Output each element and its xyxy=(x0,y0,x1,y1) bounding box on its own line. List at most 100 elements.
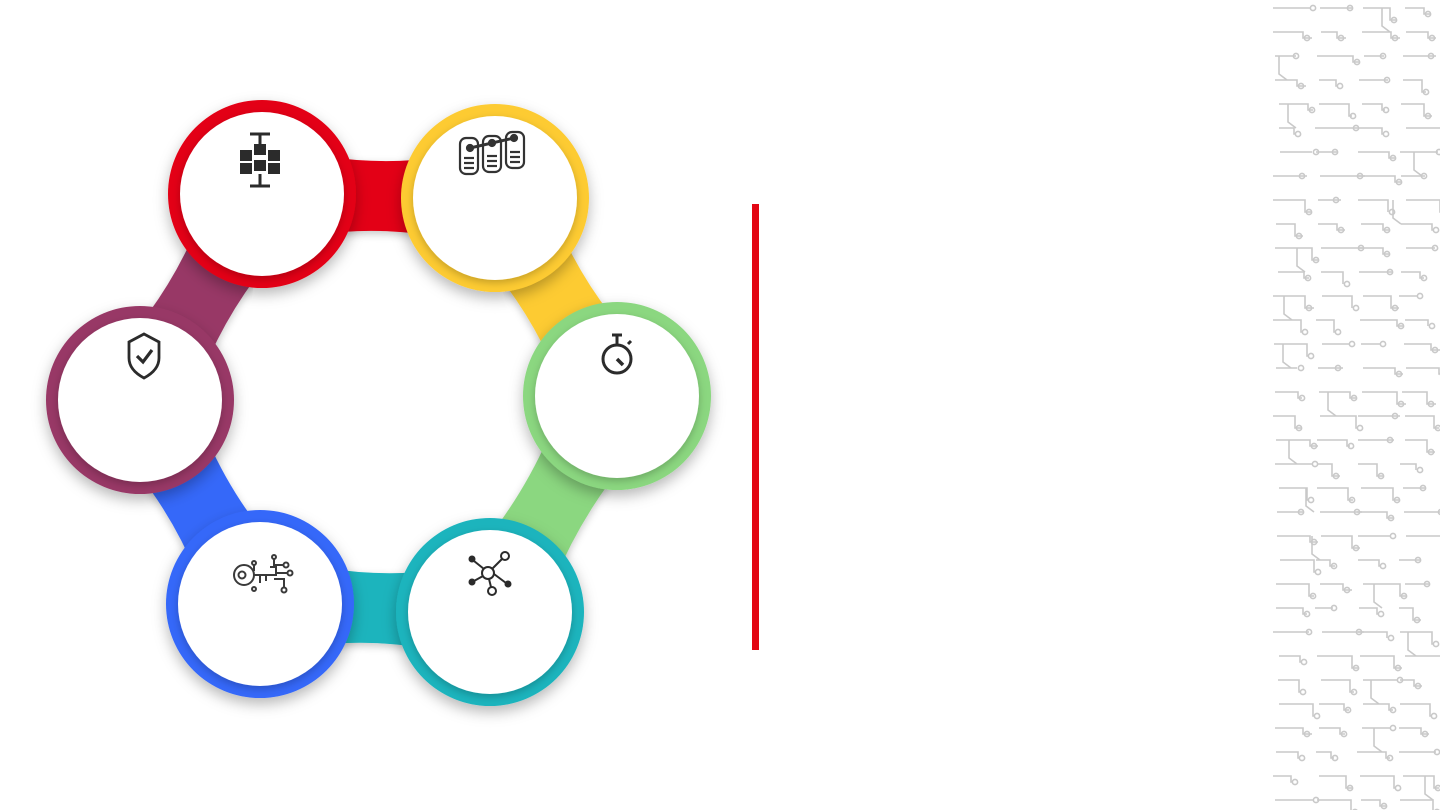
circuit-trace xyxy=(1363,295,1399,309)
circuit-trace xyxy=(1320,583,1352,591)
circuit-pad xyxy=(1394,664,1402,672)
circuit-pad xyxy=(1382,130,1390,138)
circuit-trace xyxy=(1401,103,1432,117)
circuit-pad xyxy=(1352,664,1360,672)
node-yellow xyxy=(401,104,589,292)
circuit-trace xyxy=(1405,439,1435,453)
circuit-trace xyxy=(1370,680,1380,705)
circuit-trace xyxy=(1317,487,1353,501)
node-blue xyxy=(166,510,354,698)
circuit-pad xyxy=(1295,424,1303,432)
circuit-pad xyxy=(1421,730,1429,738)
circuit-trace xyxy=(1276,439,1318,447)
circuit-pad xyxy=(1387,634,1395,642)
circuit-pad xyxy=(1437,508,1440,516)
circuit-trace xyxy=(1278,56,1288,81)
circuit-trace xyxy=(1362,31,1400,39)
circuit-pad xyxy=(1393,496,1401,504)
circuit-trace xyxy=(1361,223,1390,231)
circuit-trace xyxy=(1320,415,1358,429)
circuit-trace xyxy=(1357,751,1390,759)
circuit-pad xyxy=(1291,778,1299,786)
circuit-pad xyxy=(1434,424,1440,432)
cube-stack-icon xyxy=(240,132,280,188)
center-area xyxy=(231,239,527,523)
circuit-trace xyxy=(1361,487,1400,501)
circuit-pad xyxy=(1350,688,1358,696)
circuit-trace xyxy=(1317,655,1358,669)
circuit-trace xyxy=(1280,559,1316,573)
circuit-pad xyxy=(1304,274,1312,282)
circuit-trace xyxy=(1407,632,1417,657)
circuit-trace xyxy=(1279,655,1302,663)
circuit-trace xyxy=(1405,415,1439,429)
circuit-pad xyxy=(1305,628,1313,636)
circuit-pad xyxy=(1292,52,1300,60)
circuit-pad xyxy=(1424,112,1432,120)
circuit-trace xyxy=(1402,391,1436,405)
circuit-trace xyxy=(1276,607,1307,615)
circuit-pad xyxy=(1434,784,1440,792)
vertical-divider xyxy=(752,204,759,650)
circuit-pad xyxy=(1356,424,1364,432)
circuit-trace xyxy=(1319,727,1345,735)
circuit-pad xyxy=(1332,472,1340,480)
circuit-pad xyxy=(1394,784,1402,792)
circuit-pad xyxy=(1312,256,1320,264)
circuit-pad xyxy=(1295,232,1303,240)
circuit-pad xyxy=(1430,712,1438,720)
circuit-trace xyxy=(1319,103,1352,117)
circuit-pad xyxy=(1389,532,1397,540)
circuit-pad xyxy=(1303,610,1311,618)
circuit-pad xyxy=(1309,4,1317,12)
circuit-pad xyxy=(1413,616,1421,624)
circuit-trace xyxy=(1405,655,1440,657)
circuit-trace xyxy=(1316,559,1335,567)
circuit-pad xyxy=(1389,706,1397,714)
circuit-trace xyxy=(1321,271,1344,284)
circuit-trace xyxy=(1319,391,1356,399)
circuit-trace xyxy=(1275,79,1306,87)
circuit-pad xyxy=(1332,196,1340,204)
circuit-trace xyxy=(1321,679,1354,693)
circuit-pad xyxy=(1386,754,1394,762)
circuit-pad xyxy=(1420,274,1428,282)
circuit-trace xyxy=(1403,79,1426,93)
circuit-pad xyxy=(1305,304,1313,312)
circuit-trace xyxy=(1358,463,1383,477)
circuit-pad xyxy=(1391,34,1399,42)
circuit-trace xyxy=(1273,31,1312,39)
circuit-trace xyxy=(1406,127,1440,129)
circuit-trace xyxy=(1273,775,1292,783)
circuit-pad xyxy=(1383,76,1391,84)
circuit-trace xyxy=(1273,319,1302,333)
circuit-trace xyxy=(1363,7,1396,21)
circuit-trace xyxy=(1316,319,1336,333)
circuit-trace xyxy=(1317,55,1360,63)
circuit-trace xyxy=(1400,679,1422,687)
circuit-trace xyxy=(1296,248,1306,273)
circuit-trace xyxy=(1362,391,1406,405)
circuit-trace xyxy=(1363,703,1393,711)
circuit-trace xyxy=(1373,728,1383,753)
circuit-pad xyxy=(1414,556,1422,564)
circuit-pad xyxy=(1331,754,1339,762)
circuit-pad xyxy=(1303,730,1311,738)
circuit-pad xyxy=(1379,562,1387,570)
circuit-pad xyxy=(1297,364,1305,372)
circuit-pad xyxy=(1298,172,1306,180)
circuit-pad xyxy=(1428,322,1436,330)
circuit-trace xyxy=(1360,655,1402,669)
circuit-pad xyxy=(1348,340,1356,348)
circuit-pad xyxy=(1377,610,1385,618)
circuit-trace xyxy=(1279,127,1295,135)
circuit-pad xyxy=(1314,568,1322,576)
circuit-trace xyxy=(1405,319,1429,326)
circuit-trace xyxy=(1317,439,1350,447)
circuit-pad xyxy=(1301,328,1309,336)
circuit-pad xyxy=(1337,34,1345,42)
circuit-pad xyxy=(1346,4,1354,12)
circuit-trace xyxy=(1273,295,1314,309)
cycle-diagram xyxy=(46,100,711,706)
circuit-trace xyxy=(1317,799,1352,810)
